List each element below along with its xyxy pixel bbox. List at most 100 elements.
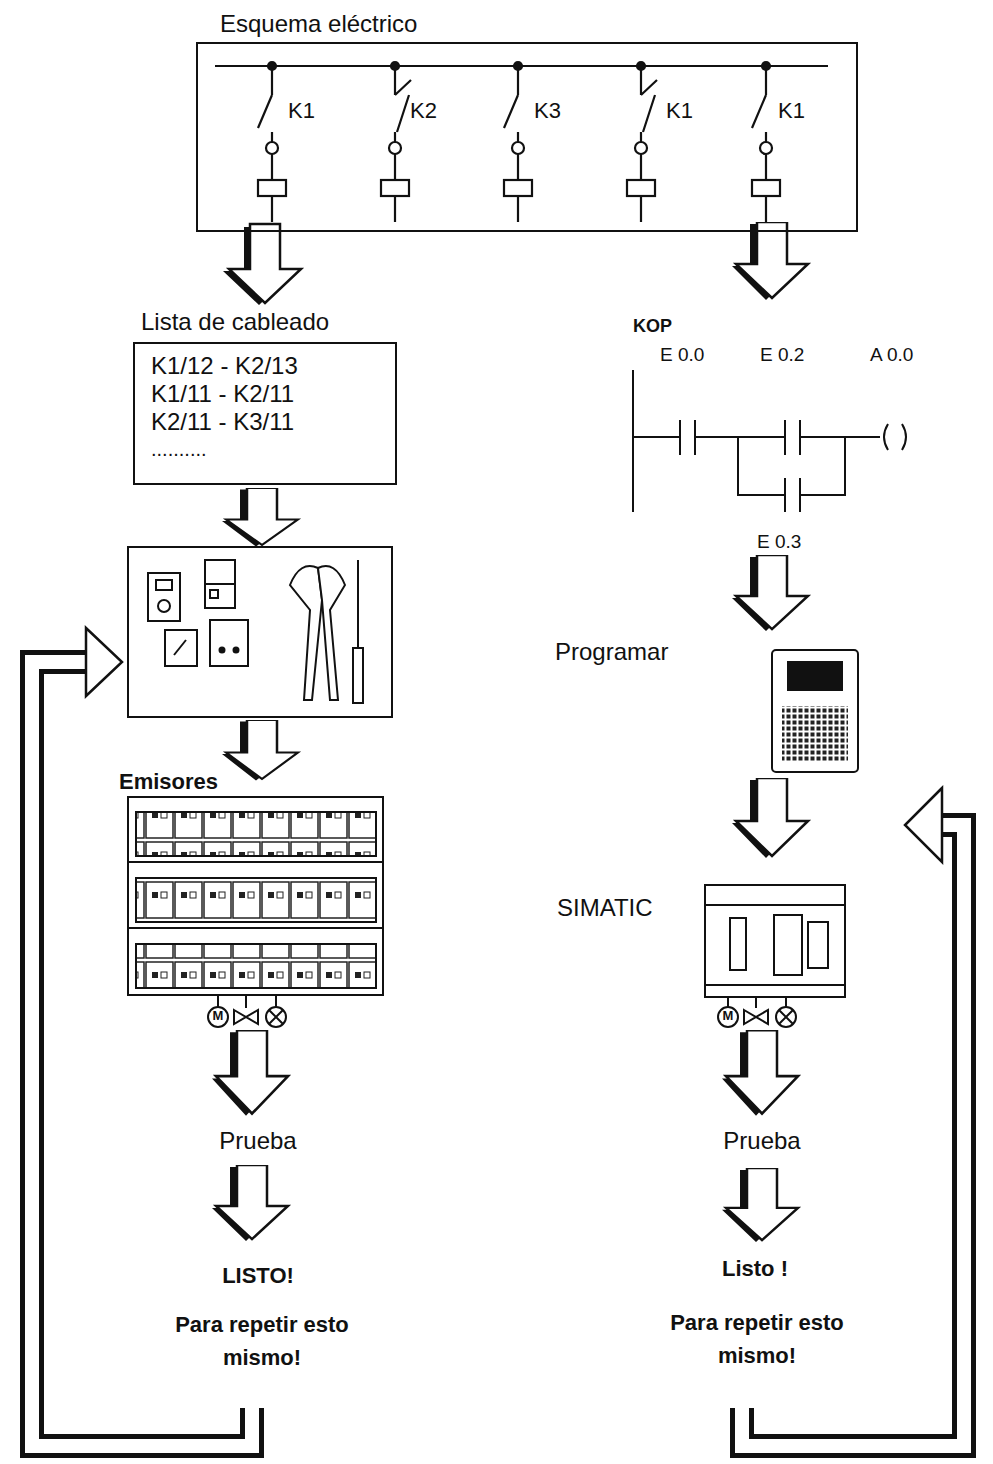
drawing-part <box>136 878 376 922</box>
drawing-part <box>514 62 522 70</box>
drawing-part <box>627 180 655 196</box>
drawing-part <box>234 1010 258 1024</box>
drawing-part <box>156 580 172 590</box>
drawing-part <box>205 583 235 585</box>
wiring-entry: .......... <box>151 438 207 461</box>
signal-name: E 0.3 <box>757 531 801 553</box>
drawing-part <box>779 1010 793 1024</box>
device-label: SIMATIC <box>557 894 653 922</box>
tools-box <box>128 547 392 717</box>
drawing-part <box>318 566 345 700</box>
drawing-part <box>389 142 401 154</box>
drawing-part <box>738 437 845 495</box>
drawing-part <box>785 478 800 512</box>
drawing-part <box>776 1007 796 1027</box>
drawing-part <box>752 180 780 196</box>
drawing-part <box>788 662 842 690</box>
drawing-part <box>210 590 218 598</box>
drawing-part <box>732 778 808 858</box>
drawing-part <box>128 547 392 717</box>
drawing-part <box>504 62 532 222</box>
drawing-part <box>722 1168 798 1242</box>
drawing-part <box>258 180 286 196</box>
drawing-part <box>268 62 276 70</box>
drawing-part <box>208 1007 228 1027</box>
result-label: Listo ! <box>722 1256 788 1281</box>
box-heading: Emisores <box>116 769 221 794</box>
drawing-part <box>627 62 657 222</box>
signal-name: A 0.0 <box>870 344 913 366</box>
drawing-part <box>762 62 770 70</box>
language-label: KOP <box>633 316 672 337</box>
drawing-part <box>512 142 524 154</box>
wiring-entry: K1/12 - K2/13 <box>151 352 298 380</box>
result-label: LISTO! <box>222 1263 294 1288</box>
drawing-part <box>212 1165 288 1241</box>
drawing-part <box>705 984 845 986</box>
drawing-part <box>212 1030 288 1116</box>
repeat-loop <box>32 628 964 1446</box>
drawing-part <box>258 62 780 222</box>
drawing-part <box>148 573 180 621</box>
contact-label: K3 <box>534 98 561 123</box>
drawing-part <box>222 720 298 780</box>
drawing-part <box>210 620 248 666</box>
flow-arrows <box>212 222 808 1242</box>
programming-device <box>772 650 858 772</box>
drawing-part <box>128 927 383 929</box>
drawing-part <box>266 142 278 154</box>
drawing-part <box>258 62 286 222</box>
drawing-part <box>136 812 376 856</box>
drawing-part <box>772 650 858 772</box>
drawing-part <box>732 222 808 300</box>
drawing-part <box>722 1030 798 1116</box>
control-cabinet <box>128 797 383 1027</box>
drawing-part <box>752 62 780 222</box>
drawing-part <box>391 62 399 70</box>
signal-name: E 0.2 <box>760 344 804 366</box>
drawing-part <box>808 922 828 968</box>
contact-label: K1 <box>666 98 693 123</box>
step-label: Programar <box>555 638 668 666</box>
drawing-part <box>730 918 746 970</box>
drawing-part <box>504 180 532 196</box>
drawing-part <box>732 555 808 631</box>
drawing-part <box>637 62 645 70</box>
drawing-part <box>633 436 880 438</box>
drawing-part <box>755 997 757 1008</box>
ladder-diagram <box>633 370 906 512</box>
plc-unit <box>705 885 845 1027</box>
note: Para repetir esto mismo! <box>662 1306 852 1372</box>
process-box: Lista de cableadoK1/12 - K2/13K1/11 - K2… <box>133 342 397 485</box>
drawing-part <box>705 885 845 997</box>
wiring-entry: K2/11 - K3/11 <box>151 408 294 436</box>
drawing-part <box>705 904 845 906</box>
drawing-part <box>205 560 235 608</box>
drawing-part <box>136 944 376 988</box>
contact-label: K2 <box>410 98 437 123</box>
note: Para repetir esto mismo! <box>167 1308 357 1374</box>
cabinet-box: Emisores <box>128 797 383 995</box>
box-heading: Lista de cableado <box>141 308 329 336</box>
block-arrow <box>223 224 301 305</box>
drawing-part <box>381 180 409 196</box>
drawing-part <box>245 995 247 1008</box>
motor-symbol-letter: M <box>723 1009 734 1024</box>
box-heading: Esquema eléctrico <box>220 10 417 38</box>
drawing-part <box>718 1007 738 1027</box>
process-box: Esquema eléctrico <box>196 42 858 232</box>
drawing-part <box>222 488 298 547</box>
contact-schematic <box>215 62 828 222</box>
drawing-part <box>744 1010 768 1024</box>
contact-label: K1 <box>288 98 315 123</box>
drawing-part <box>174 640 186 655</box>
drawing-part <box>234 648 239 653</box>
drawing-part <box>128 861 383 863</box>
drawing-part <box>635 142 647 154</box>
motor-symbol-letter: M <box>213 1009 224 1024</box>
step-label: Prueba <box>723 1127 800 1155</box>
drawing-part <box>266 1007 286 1027</box>
step-label: Prueba <box>219 1127 296 1155</box>
